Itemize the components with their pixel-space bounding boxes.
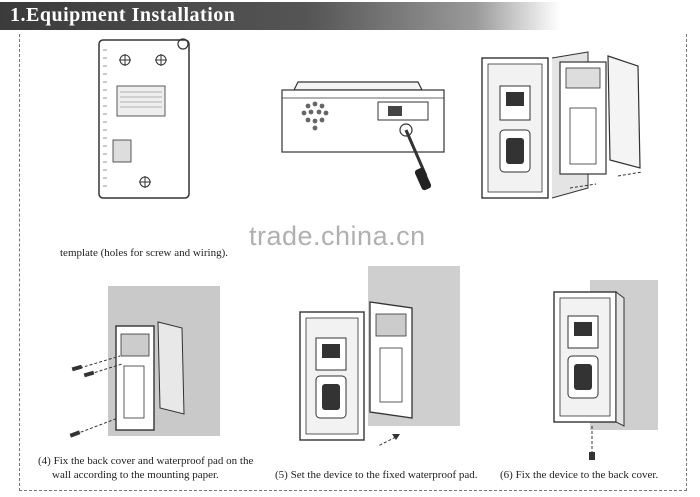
device-disassembled-illustration [481, 51, 643, 199]
watermark: trade.china.cn [249, 221, 426, 251]
mounting-template-illustration [98, 38, 190, 199]
blurred-caption-band [20, 214, 684, 242]
step5-caption: (5) Set the device to the fixed waterpro… [275, 469, 478, 481]
section-title: 1.Equipment Installation [10, 4, 236, 26]
step6-caption: (6) Fix the device to the back cover. [500, 469, 659, 481]
content-frame [19, 34, 687, 491]
step4-caption-line1: (4) Fix the back cover and waterproof pa… [38, 455, 254, 467]
device-to-pad-illustration [299, 266, 460, 446]
wall-mount-illustration [69, 286, 220, 438]
header-bar [0, 2, 560, 30]
device-open-illustration [281, 81, 445, 191]
section-header: 1.Equipment Installation [0, 0, 700, 32]
step4-caption-line2: wall according to the mounting paper. [52, 469, 219, 481]
device-fixed-illustration [553, 280, 658, 460]
step1-caption: template (holes for screw and wiring). [60, 247, 228, 259]
